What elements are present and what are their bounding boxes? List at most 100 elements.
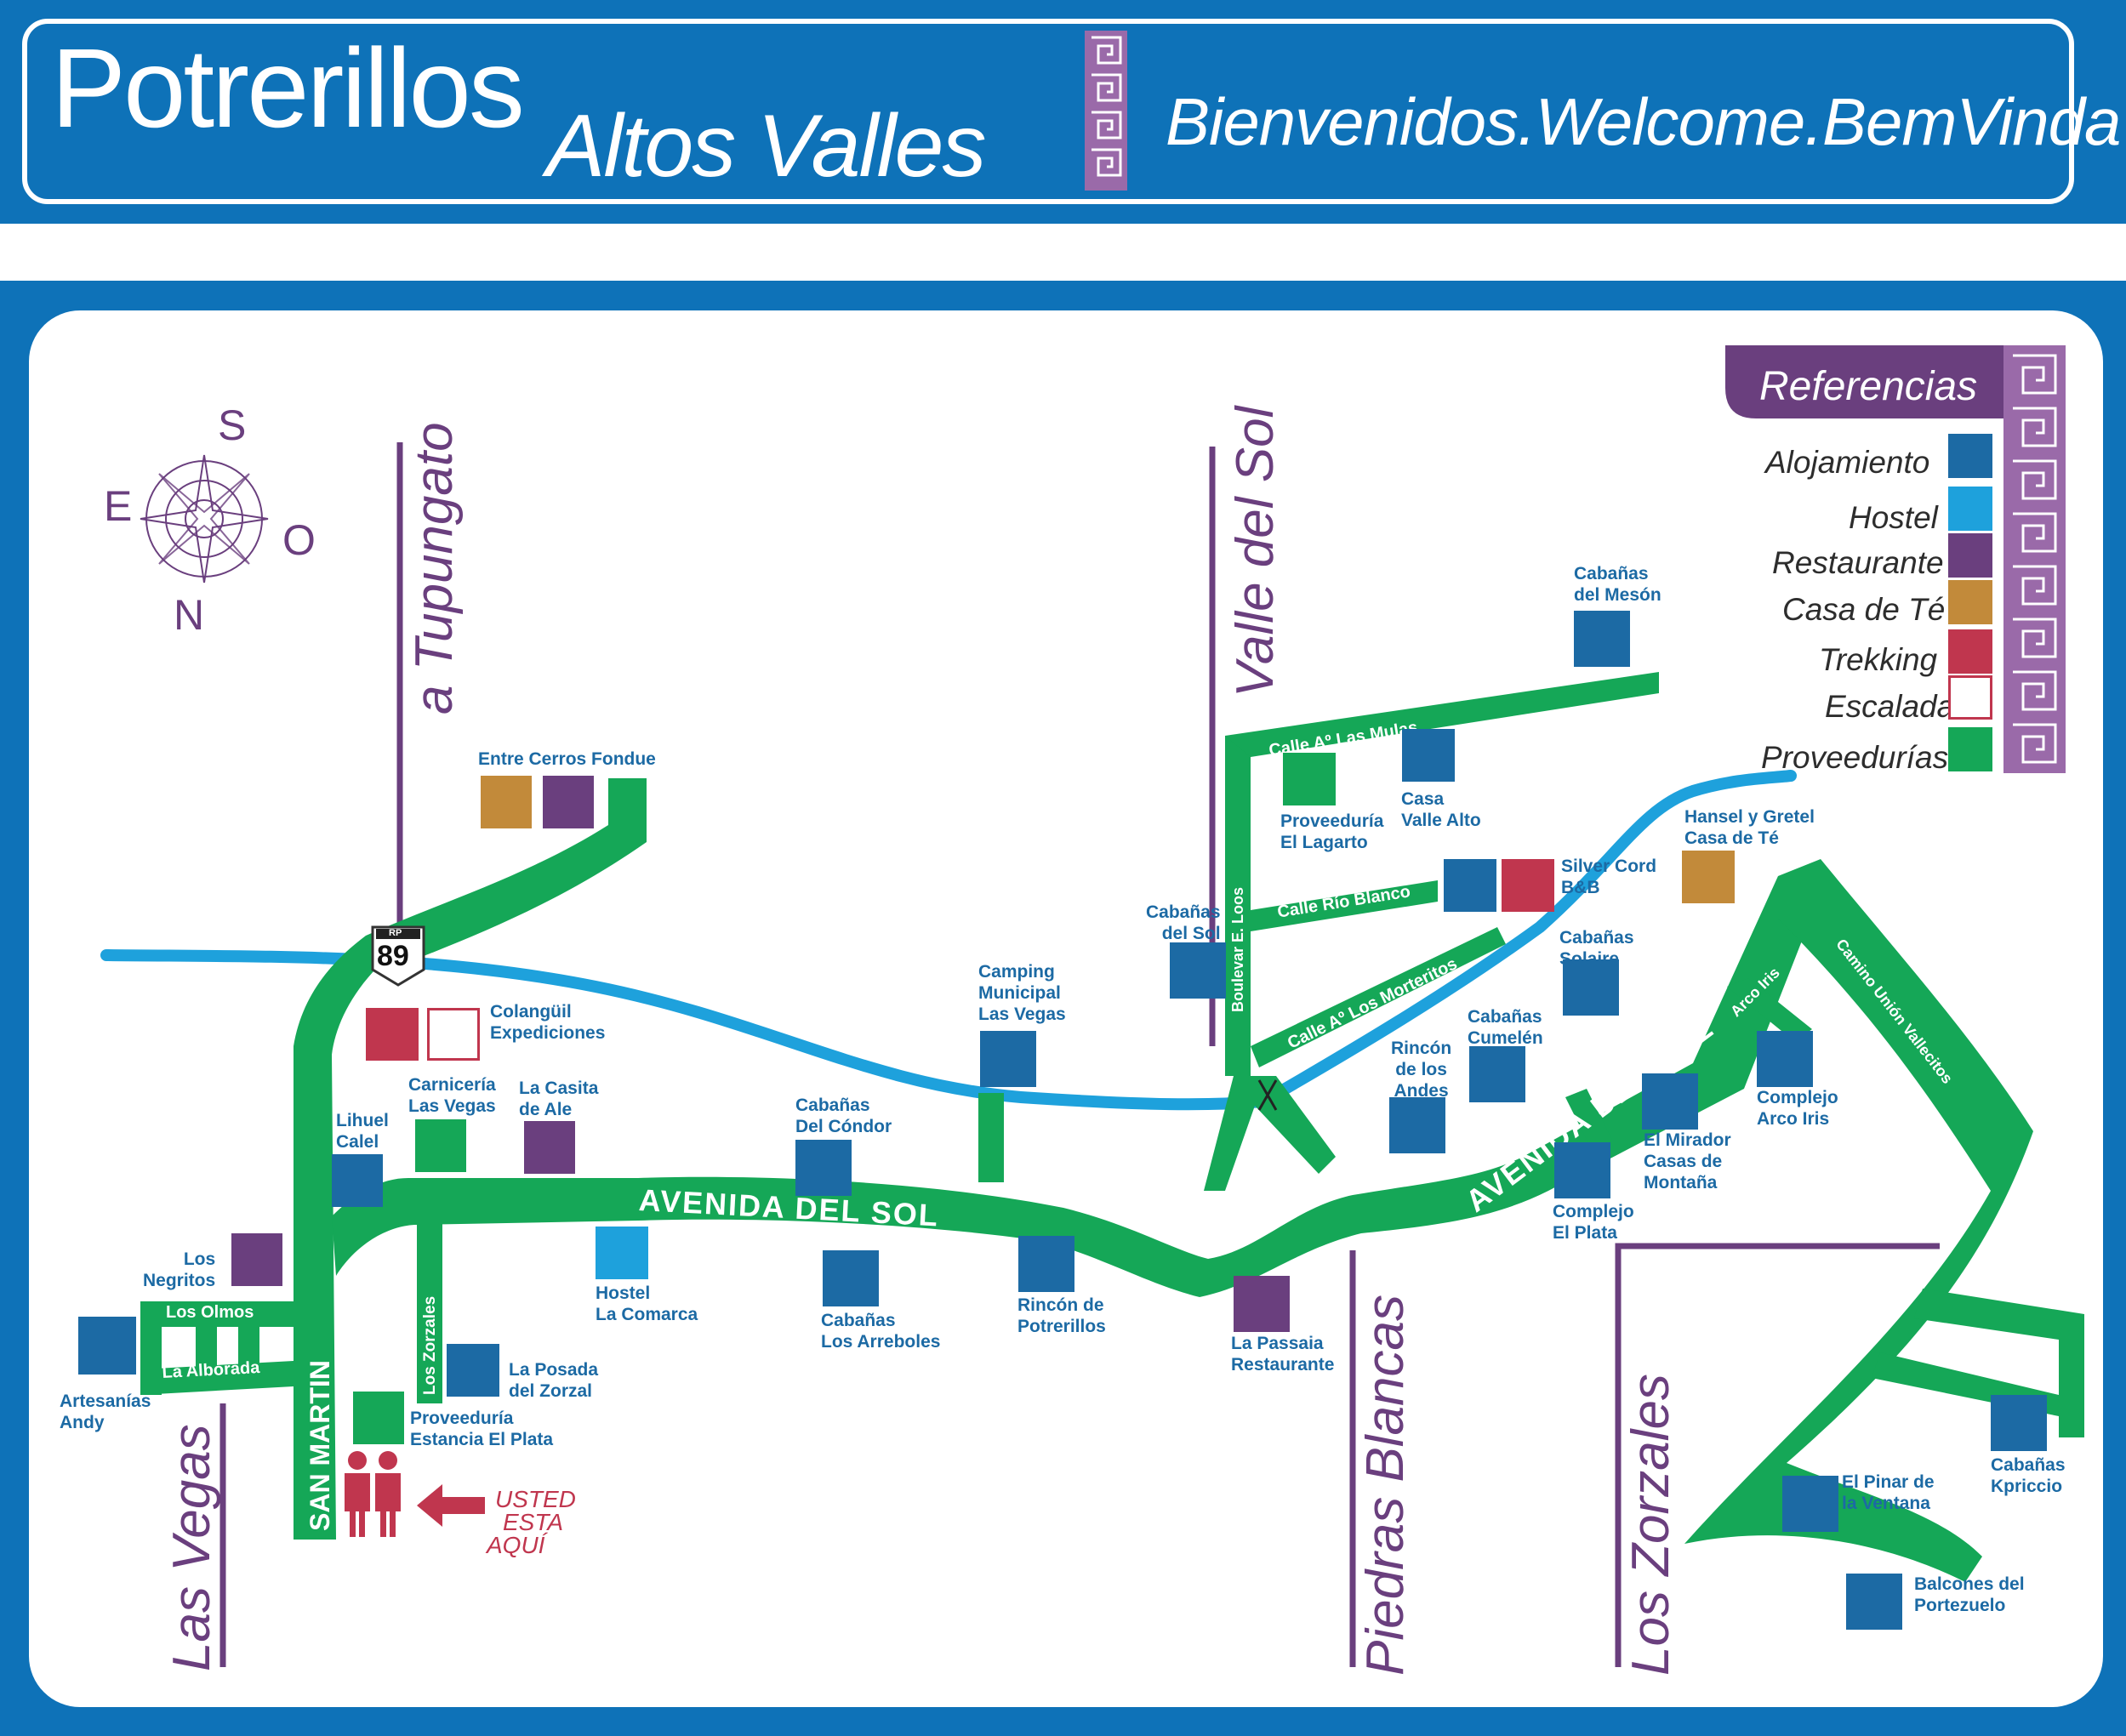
hostel-icon	[1948, 487, 1992, 531]
place-proveeduria-estancia: Proveeduría Estancia El Plata	[410, 1409, 554, 1449]
place-hansel-gretel: Hansel y Gretel Casa de Té	[1684, 807, 1815, 848]
fork-knife-icon	[231, 1233, 282, 1286]
road-label-las-vegas: Las Vegas	[162, 1424, 221, 1671]
road-name-los-olmos: Los Olmos	[166, 1303, 254, 1322]
climber-icon	[427, 1008, 480, 1061]
ref-label-escalada: Escalada	[1825, 689, 1955, 724]
place-la-passaia: La Passaia Restaurante	[1231, 1334, 1335, 1375]
place-cabanas-condor: Cabañas Del Cóndor	[795, 1096, 892, 1136]
place-complejo-arco-iris: Complejo Arco Iris	[1757, 1088, 1838, 1129]
place-cabanas-solaire: Cabañas Solaire	[1559, 928, 1634, 969]
fork-knife-icon	[543, 776, 594, 828]
place-casa-valle-alto: Casa Valle Alto	[1401, 789, 1481, 830]
you-are-here-line2: ESTA	[503, 1509, 564, 1535]
bed-icon	[823, 1250, 879, 1306]
place-cabanas-del-sol: Cabañas del Sol	[1146, 902, 1221, 943]
road-name-boulevar-loos: Boulevar E. Loos	[1229, 886, 1246, 1012]
you-are-here-line1: USTED	[495, 1486, 576, 1512]
references-title: Referencias	[1759, 364, 1978, 409]
grocery-bag-icon	[353, 1392, 404, 1444]
hiker-icon	[1502, 859, 1554, 912]
road-label-los-zorzales: Los Zorzales	[1622, 1374, 1680, 1676]
compass-o: O	[282, 516, 316, 564]
bed-icon	[795, 1140, 852, 1196]
tent-icon	[980, 1031, 1036, 1087]
road-name-san-martin: SAN MARTIN	[305, 1360, 335, 1531]
place-camping: Camping Municipal Las Vegas	[978, 962, 1066, 1024]
title-sub: Altos Valles	[546, 97, 986, 196]
you-are-here-marker	[345, 1451, 485, 1537]
greek-key-ornament	[1085, 31, 1127, 191]
tea-cup-icon	[481, 776, 532, 828]
ref-label-casa-de-te: Casa de Té	[1782, 592, 1946, 627]
compass-e: E	[104, 482, 133, 530]
references-legend-frame	[1725, 345, 2066, 773]
river	[100, 770, 1797, 1111]
compass-s: S	[218, 401, 247, 449]
place-cabanas-kpriccio: Cabañas Kpriccio	[1991, 1455, 2066, 1496]
fork-knife-icon	[524, 1121, 575, 1174]
bed-icon	[1642, 1073, 1698, 1130]
road-label-tupungato: a Tupungato	[405, 422, 464, 714]
climber-icon	[1948, 675, 1992, 720]
place-la-casita: La Casita de Ale	[519, 1079, 599, 1119]
bed-icon	[1574, 611, 1630, 667]
grocery-bag-icon	[1948, 727, 1992, 771]
place-rincon-potrerillos: Rincón de Potrerillos	[1017, 1295, 1106, 1336]
you-are-here-line3: AQUÍ	[487, 1532, 545, 1558]
ref-label-restaurante: Restaurante	[1772, 545, 1944, 580]
bed-icon	[1846, 1574, 1902, 1630]
bed-icon	[1563, 959, 1619, 1016]
fork-knife-icon	[1234, 1276, 1290, 1332]
road-label-valle-del-sol: Valle del Sol	[1226, 406, 1285, 697]
place-colanguil: Colangüil Expediciones	[490, 1002, 606, 1043]
place-cabanas-cumelen: Cabañas Cumelén	[1468, 1007, 1543, 1048]
place-la-posada: La Posada del Zorzal	[509, 1360, 599, 1401]
header-banner	[0, 0, 2126, 224]
bed-icon	[1389, 1097, 1445, 1153]
place-complejo-el-plata: Complejo El Plata	[1553, 1202, 1634, 1243]
road-label-piedras-blancas: Piedras Blancas	[1356, 1294, 1415, 1676]
hostel-icon	[596, 1227, 648, 1279]
hiker-icon	[366, 1008, 419, 1061]
route-shield-number: 89	[377, 940, 409, 972]
ref-label-alojamiento: Alojamiento	[1765, 445, 1930, 480]
grocery-bag-icon	[1283, 753, 1336, 805]
compass-rose	[140, 454, 269, 583]
grocery-bag-icon	[415, 1119, 466, 1172]
place-balcones-portezuelo: Balcones del Portezuelo	[1914, 1574, 2025, 1615]
place-lihuel: Lihuel Calel	[336, 1111, 389, 1152]
ref-label-hostel: Hostel	[1849, 500, 1938, 535]
road-name-los-zorzales-street: Los Zorzales	[421, 1295, 439, 1395]
ref-label-trekking: Trekking	[1819, 642, 1938, 677]
bridge-mark	[1257, 1079, 1278, 1111]
tea-cup-icon	[1948, 580, 1992, 624]
green-roads	[140, 672, 2084, 1582]
bed-icon	[1757, 1031, 1813, 1087]
ref-label-proveedurias: Proveedurías	[1761, 740, 1949, 775]
place-proveeduria-lagarto: Proveeduría El Lagarto	[1280, 811, 1384, 852]
hiker-icon	[1948, 629, 1992, 674]
toilets-icon	[345, 1451, 401, 1537]
route-shield-89	[371, 925, 425, 987]
place-rincon-andes: Rincón de los Andes	[1391, 1039, 1452, 1101]
purple-road-lines	[219, 442, 1940, 1667]
place-carniceria: Carnicería Las Vegas	[408, 1075, 496, 1116]
place-el-pinar: El Pinar de la Ventana	[1842, 1472, 1935, 1513]
place-hostel-comarca: Hostel La Comarca	[596, 1284, 698, 1324]
compass-n: N	[174, 591, 205, 639]
bed-icon	[1782, 1476, 1838, 1532]
bed-icon	[447, 1344, 499, 1397]
bed-icon	[1018, 1236, 1074, 1292]
pottery-icon	[78, 1317, 136, 1375]
route-shield-prefix: RP	[389, 928, 402, 938]
place-artesanias: Artesanías Andy	[60, 1392, 151, 1432]
welcome-greeting: Bienvenidos.Welcome.BemVinda	[1166, 84, 2121, 159]
place-entre-cerros: Entre Cerros Fondue	[478, 749, 656, 769]
bed-icon	[1948, 434, 1992, 478]
bed-icon	[1554, 1142, 1610, 1198]
place-el-mirador: El Mirador Casas de Montaña	[1644, 1130, 1731, 1192]
bed-icon	[1469, 1046, 1525, 1102]
title-main: Potrerillos	[51, 26, 525, 151]
